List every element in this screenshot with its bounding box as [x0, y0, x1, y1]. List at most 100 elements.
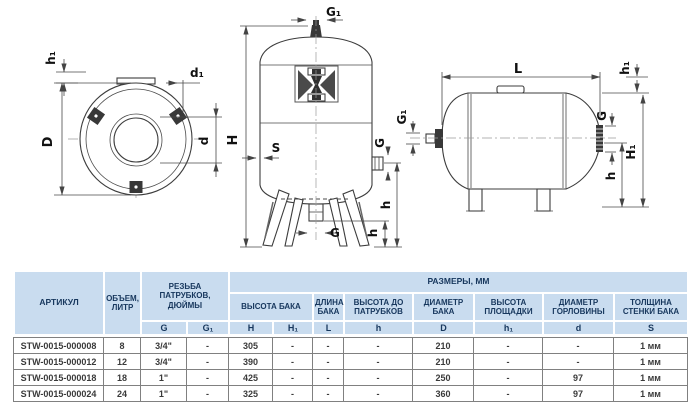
cell-h1: -: [473, 337, 543, 354]
label-tank-diameter: D: [41, 136, 56, 147]
cell-D: 360: [412, 385, 474, 402]
top-view-drawing: D h₁ d₁ d: [41, 51, 222, 198]
letter-H1: H₁: [272, 320, 314, 336]
cell-G1: -: [186, 385, 229, 402]
cell-d: 97: [542, 369, 614, 386]
label-top-height: h₁: [618, 61, 632, 75]
label-right-thread: G: [595, 111, 609, 121]
cell-h1: -: [473, 353, 543, 370]
cell-D: 210: [412, 353, 474, 370]
label-length: L: [514, 62, 522, 77]
cell-d: -: [542, 337, 614, 354]
label-top-thread: G₁: [326, 5, 341, 19]
front-leg: [468, 188, 483, 212]
cell-h: -: [343, 337, 413, 354]
foot-bottom: [129, 181, 143, 193]
cell-G: 1": [140, 369, 187, 386]
cell-L: -: [312, 385, 344, 402]
technical-drawings: D h₁ d₁ d: [41, 5, 649, 248]
cell-G1: -: [186, 369, 229, 386]
cell-D: 210: [412, 337, 474, 354]
cell-d: 97: [542, 385, 614, 402]
spec-table-body: STW-0015-000008 8 3/4" - 305 - - - 210 -…: [13, 337, 688, 402]
header-article: АРТИКУЛ: [13, 270, 105, 336]
label-side-height: h: [379, 201, 393, 210]
label-left-thread: G₁: [395, 109, 409, 124]
header-platform-height: ВЫСОТА ПЛОЩАДКИ: [473, 292, 544, 322]
tank-label-sticker: [294, 65, 339, 103]
cell-H1: -: [272, 385, 313, 402]
letter-L: L: [312, 320, 345, 336]
cell-L: -: [312, 337, 344, 354]
cell-H: 425: [228, 369, 273, 386]
letter-h: h: [343, 320, 414, 336]
label-axis-height: h: [604, 172, 618, 181]
cell-volume: 12: [103, 353, 141, 370]
label-neck-diameter: d: [197, 137, 211, 146]
header-tank-diameter: ДИАМЕТР БАКА: [412, 292, 475, 322]
cell-d: -: [542, 353, 614, 370]
cell-S: 1 мм: [613, 337, 688, 354]
cell-G: 3/4": [140, 337, 187, 354]
cell-S: 1 мм: [613, 369, 688, 386]
cell-article: STW-0015-000012: [13, 353, 104, 370]
label-side-thread: G: [373, 138, 387, 148]
header-tank-length: ДЛИНА БАКА: [312, 292, 345, 322]
spec-table-header: АРТИКУЛ ОБЪЕМ, ЛИТР РЕЗЬБА ПАТРУБКОВ, ДЮ…: [13, 270, 690, 336]
header-volume: ОБЪЕМ, ЛИТР: [103, 270, 142, 336]
letter-d: d: [542, 320, 615, 336]
cell-H: 325: [228, 385, 273, 402]
cell-article: STW-0015-000024: [13, 385, 104, 402]
cell-h1: -: [473, 369, 543, 386]
cell-article: STW-0015-000008: [13, 337, 104, 354]
vertical-tank-drawing: H G₁ S G h h G: [226, 5, 402, 248]
letter-G1: G₁: [186, 320, 230, 336]
label-bottom-thread: G: [330, 226, 340, 240]
cell-h1: -: [473, 385, 543, 402]
cell-S: 1 мм: [613, 385, 688, 402]
cell-H1: -: [272, 369, 313, 386]
cell-G1: -: [186, 337, 229, 354]
left-nozzle: [425, 133, 436, 144]
table-row: STW-0015-000024 24 1" - 325 - - - 360 - …: [13, 385, 688, 402]
label-total-height: H₁: [624, 144, 638, 159]
cell-article: STW-0015-000018: [13, 369, 104, 386]
cell-H1: -: [272, 337, 313, 354]
tank-handle: [496, 85, 525, 94]
cell-H: 390: [228, 353, 273, 370]
header-height-to-ports: ВЫСОТА ДО ПАТРУБКОВ: [343, 292, 414, 322]
foot-top-left: [86, 106, 106, 126]
label-wall-thickness: S: [272, 141, 281, 155]
letter-S: S: [612, 320, 690, 336]
header-neck-diameter: ДИАМЕТР ГОРЛОВИНЫ: [542, 292, 615, 322]
cell-D: 250: [412, 369, 474, 386]
cell-h: -: [343, 369, 413, 386]
cell-G: 1": [140, 385, 187, 402]
cell-volume: 18: [103, 369, 141, 386]
cell-h: -: [343, 353, 413, 370]
cell-volume: 24: [103, 385, 141, 402]
spec-table: АРТИКУЛ ОБЪЕМ, ЛИТР РЕЗЬБА ПАТРУБКОВ, ДЮ…: [13, 270, 690, 402]
label-top-platform-height: h₁: [44, 51, 58, 65]
header-thread: РЕЗЬБА ПАТРУБКОВ, ДЮЙМЫ: [140, 270, 230, 322]
side-nozzle: [371, 156, 384, 171]
cell-h: -: [343, 385, 413, 402]
cell-H1: -: [272, 353, 313, 370]
letter-h1: h₁: [473, 320, 544, 336]
cell-G: 3/4": [140, 353, 187, 370]
rear-leg: [536, 188, 551, 212]
header-wall-thickness: ТОЛЩИНА СТЕНКИ БАКА: [612, 292, 690, 322]
letter-H: H: [228, 320, 274, 336]
horizontal-tank-drawing: L h₁ H₁ h G G₁: [395, 61, 649, 212]
table-row: STW-0015-000012 12 3/4" - 390 - - - 210 …: [13, 353, 688, 370]
cell-G1: -: [186, 353, 229, 370]
header-tank-height: ВЫСОТА БАКА: [228, 292, 314, 322]
letter-G: G: [140, 320, 188, 336]
cell-L: -: [312, 353, 344, 370]
table-row: STW-0015-000008 8 3/4" - 305 - - - 210 -…: [13, 337, 688, 354]
label-vertical-height: H: [226, 135, 241, 146]
letter-D: D: [412, 320, 475, 336]
label-foot-diameter: d₁: [190, 66, 204, 80]
right-threaded-fitting: [596, 125, 603, 152]
